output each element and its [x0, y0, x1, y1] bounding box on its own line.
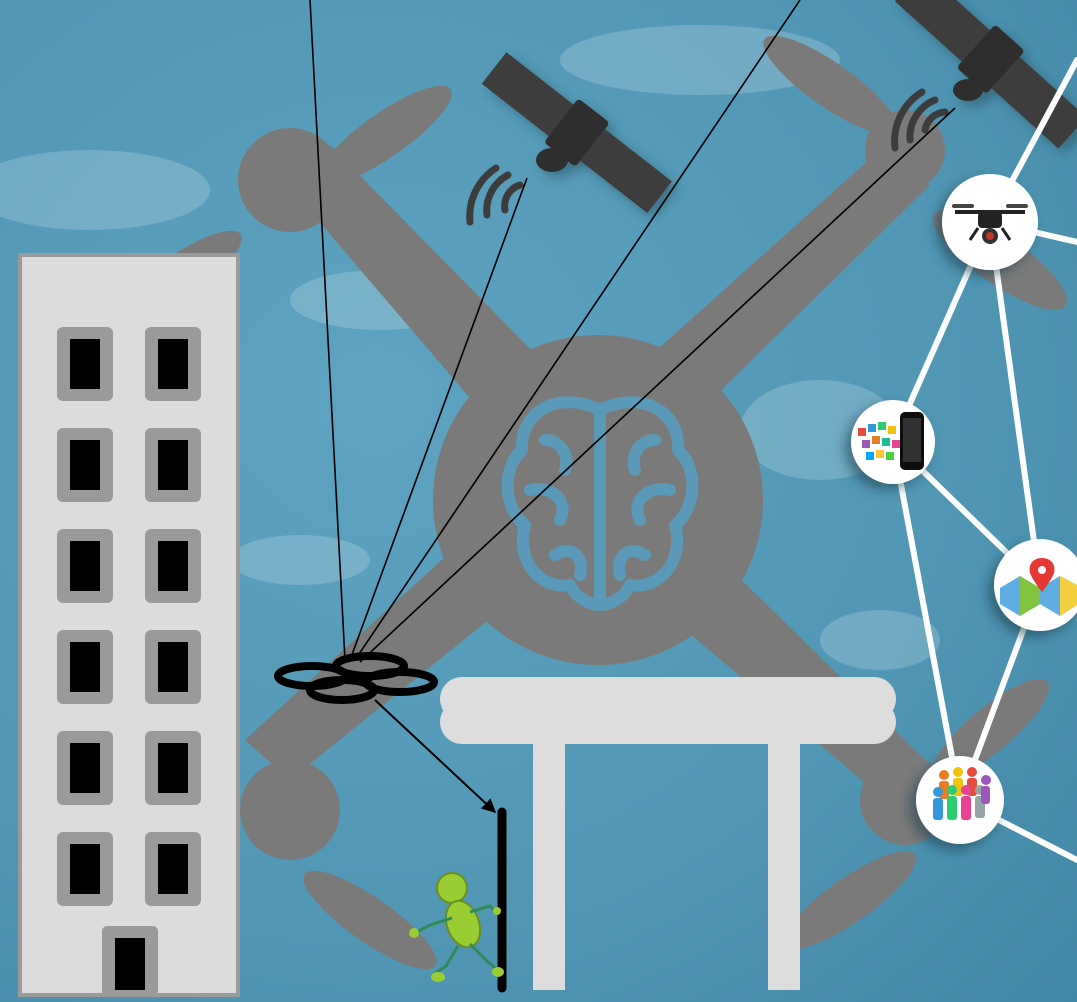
network-node-apps	[851, 400, 935, 484]
building-window-glass	[158, 642, 188, 692]
building	[20, 255, 238, 996]
building-window-glass	[158, 339, 188, 389]
building-window-glass	[158, 440, 188, 490]
building-window-glass	[70, 743, 100, 793]
building-window-glass	[158, 743, 188, 793]
building-window-glass	[158, 541, 188, 591]
building-window-glass	[70, 541, 100, 591]
building-window-glass	[158, 844, 188, 894]
building-window-glass	[70, 642, 100, 692]
building-window-glass	[70, 844, 100, 894]
network-node-crowd	[916, 756, 1004, 844]
network-node-drone	[942, 174, 1038, 270]
building-window-glass	[70, 339, 100, 389]
building-window-glass	[70, 440, 100, 490]
